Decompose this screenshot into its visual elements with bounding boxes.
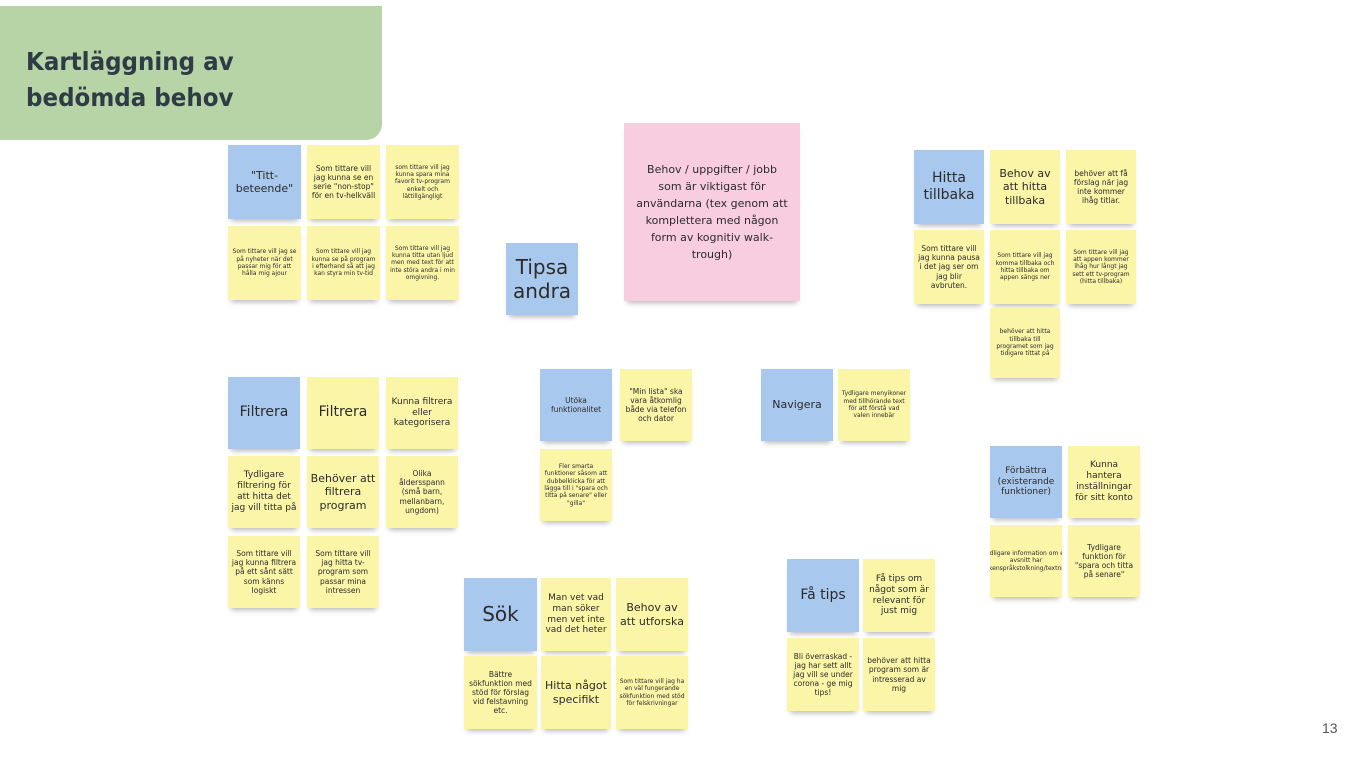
sticky-note-smarta-funktioner: Fler smarta funktioner såsom att dubbelk… xyxy=(540,449,612,521)
page-number: 13 xyxy=(1322,720,1338,736)
sticky-note-pausa: Som tittare vill jag kunna pausa i det j… xyxy=(914,230,984,304)
sticky-note-utoka: Utöka funktionalitet xyxy=(540,369,612,441)
sticky-note-filtrera-logiskt: Som tittare vill jag kunna filtrera på e… xyxy=(228,536,300,608)
sticky-note-forslag: behöver att få förslag när jag inte komm… xyxy=(1066,150,1136,224)
sticky-note-titt-serie: Som tittare vill jag kunna se en serie "… xyxy=(307,145,380,219)
sticky-note-battre-sok: Bättre sökfunktion med stöd för förslag … xyxy=(464,656,537,729)
sticky-note-information-avsnitt: Tydligare information om ett avsnitt har… xyxy=(990,525,1062,597)
sticky-note-intresserad: behöver att hitta program som är intress… xyxy=(863,638,935,711)
sticky-note-overraskad: Bli överraskad - jag har sett allt jag v… xyxy=(787,638,859,711)
sticky-note-hitta-specifikt: Hitta något specifikt xyxy=(541,656,611,729)
sticky-note-tipsa-andra: Tipsa andra xyxy=(506,243,578,315)
sticky-note-komma-tillbaka: Som tittare vill jag komma tillbaka och … xyxy=(990,230,1060,304)
sticky-note-sokfunktion-stod: Som tittare vill jag ha en väl fungerand… xyxy=(616,656,688,729)
sticky-note-fa-tips: Få tips xyxy=(787,559,859,632)
slide-title-box: Kartläggning av bedömda behov xyxy=(0,6,382,140)
sticky-note-filtrera-yellow: Filtrera xyxy=(307,377,379,449)
sticky-note-titt-efterhand: Som tittare vill jag kunna se på program… xyxy=(307,226,380,300)
sticky-note-filtrera-blue: Filtrera xyxy=(228,377,300,449)
sticky-note-behover-hitta-tillbaka: behöver att hitta tillbaka till programe… xyxy=(990,308,1060,378)
sticky-note-kunna-filtrera: Kunna filtrera eller kategorisera xyxy=(386,377,458,449)
sticky-note-tydligare-filtrering: Tydligare filtrering för att hitta det j… xyxy=(228,456,300,528)
sticky-note-titt-nyheter: Som tittare vill jag se på nyheter när d… xyxy=(228,226,301,300)
sticky-note-installningar: Kunna hantera inställningar för sitt kon… xyxy=(1068,446,1140,518)
sticky-note-aldersspann: Olika åldersspann (små barn, mellanbarn,… xyxy=(386,456,458,528)
sticky-note-spara-senare: Tydligare funktion för "spara och titta … xyxy=(1068,525,1140,597)
sticky-note-fa-tips-relevant: Få tips om något som är relevant för jus… xyxy=(863,559,935,632)
sticky-note-hitta-tillbaka: Hitta tillbaka xyxy=(914,150,984,224)
sticky-note-appen-kommer-ihag: Som tittare vill jag att appen kommer ih… xyxy=(1066,230,1136,304)
sticky-note-behov-hitta-tillbaka: Behov av att hitta tillbaka xyxy=(990,150,1060,224)
sticky-note-navigera: Navigera xyxy=(761,369,833,441)
sticky-note-menyikoner: Tydligare menyikoner med tillhörande tex… xyxy=(838,369,910,441)
sticky-note-center: Behov / uppgifter / jobb som är viktigas… xyxy=(624,123,800,301)
sticky-note-utforska: Behov av att utforska xyxy=(616,578,688,651)
sticky-note-man-vet-vad: Man vet vad man söker men vet inte vad d… xyxy=(541,578,611,651)
sticky-note-hitta-tv-program: Som tittare vill jag hitta tv-program so… xyxy=(307,536,379,608)
slide-title: Kartläggning av bedömda behov xyxy=(26,47,234,112)
sticky-note-behover-filtrera: Behöver att filtrera program xyxy=(307,456,379,528)
sticky-note-titt-utan-ljud: Som tittare vill jag kunna titta utan lj… xyxy=(386,226,459,300)
sticky-note-titt-spara: som tittare vill jag kunna spara mina fa… xyxy=(386,145,459,219)
sticky-note-forbattra: Förbättra (existerande funktioner) xyxy=(990,446,1062,518)
sticky-note-min-lista: "Min lista" ska vara åtkomlig både via t… xyxy=(620,369,692,441)
sticky-note-sok: Sök xyxy=(464,578,537,651)
sticky-note-titt-beteende: "Titt-beteende" xyxy=(228,145,301,219)
